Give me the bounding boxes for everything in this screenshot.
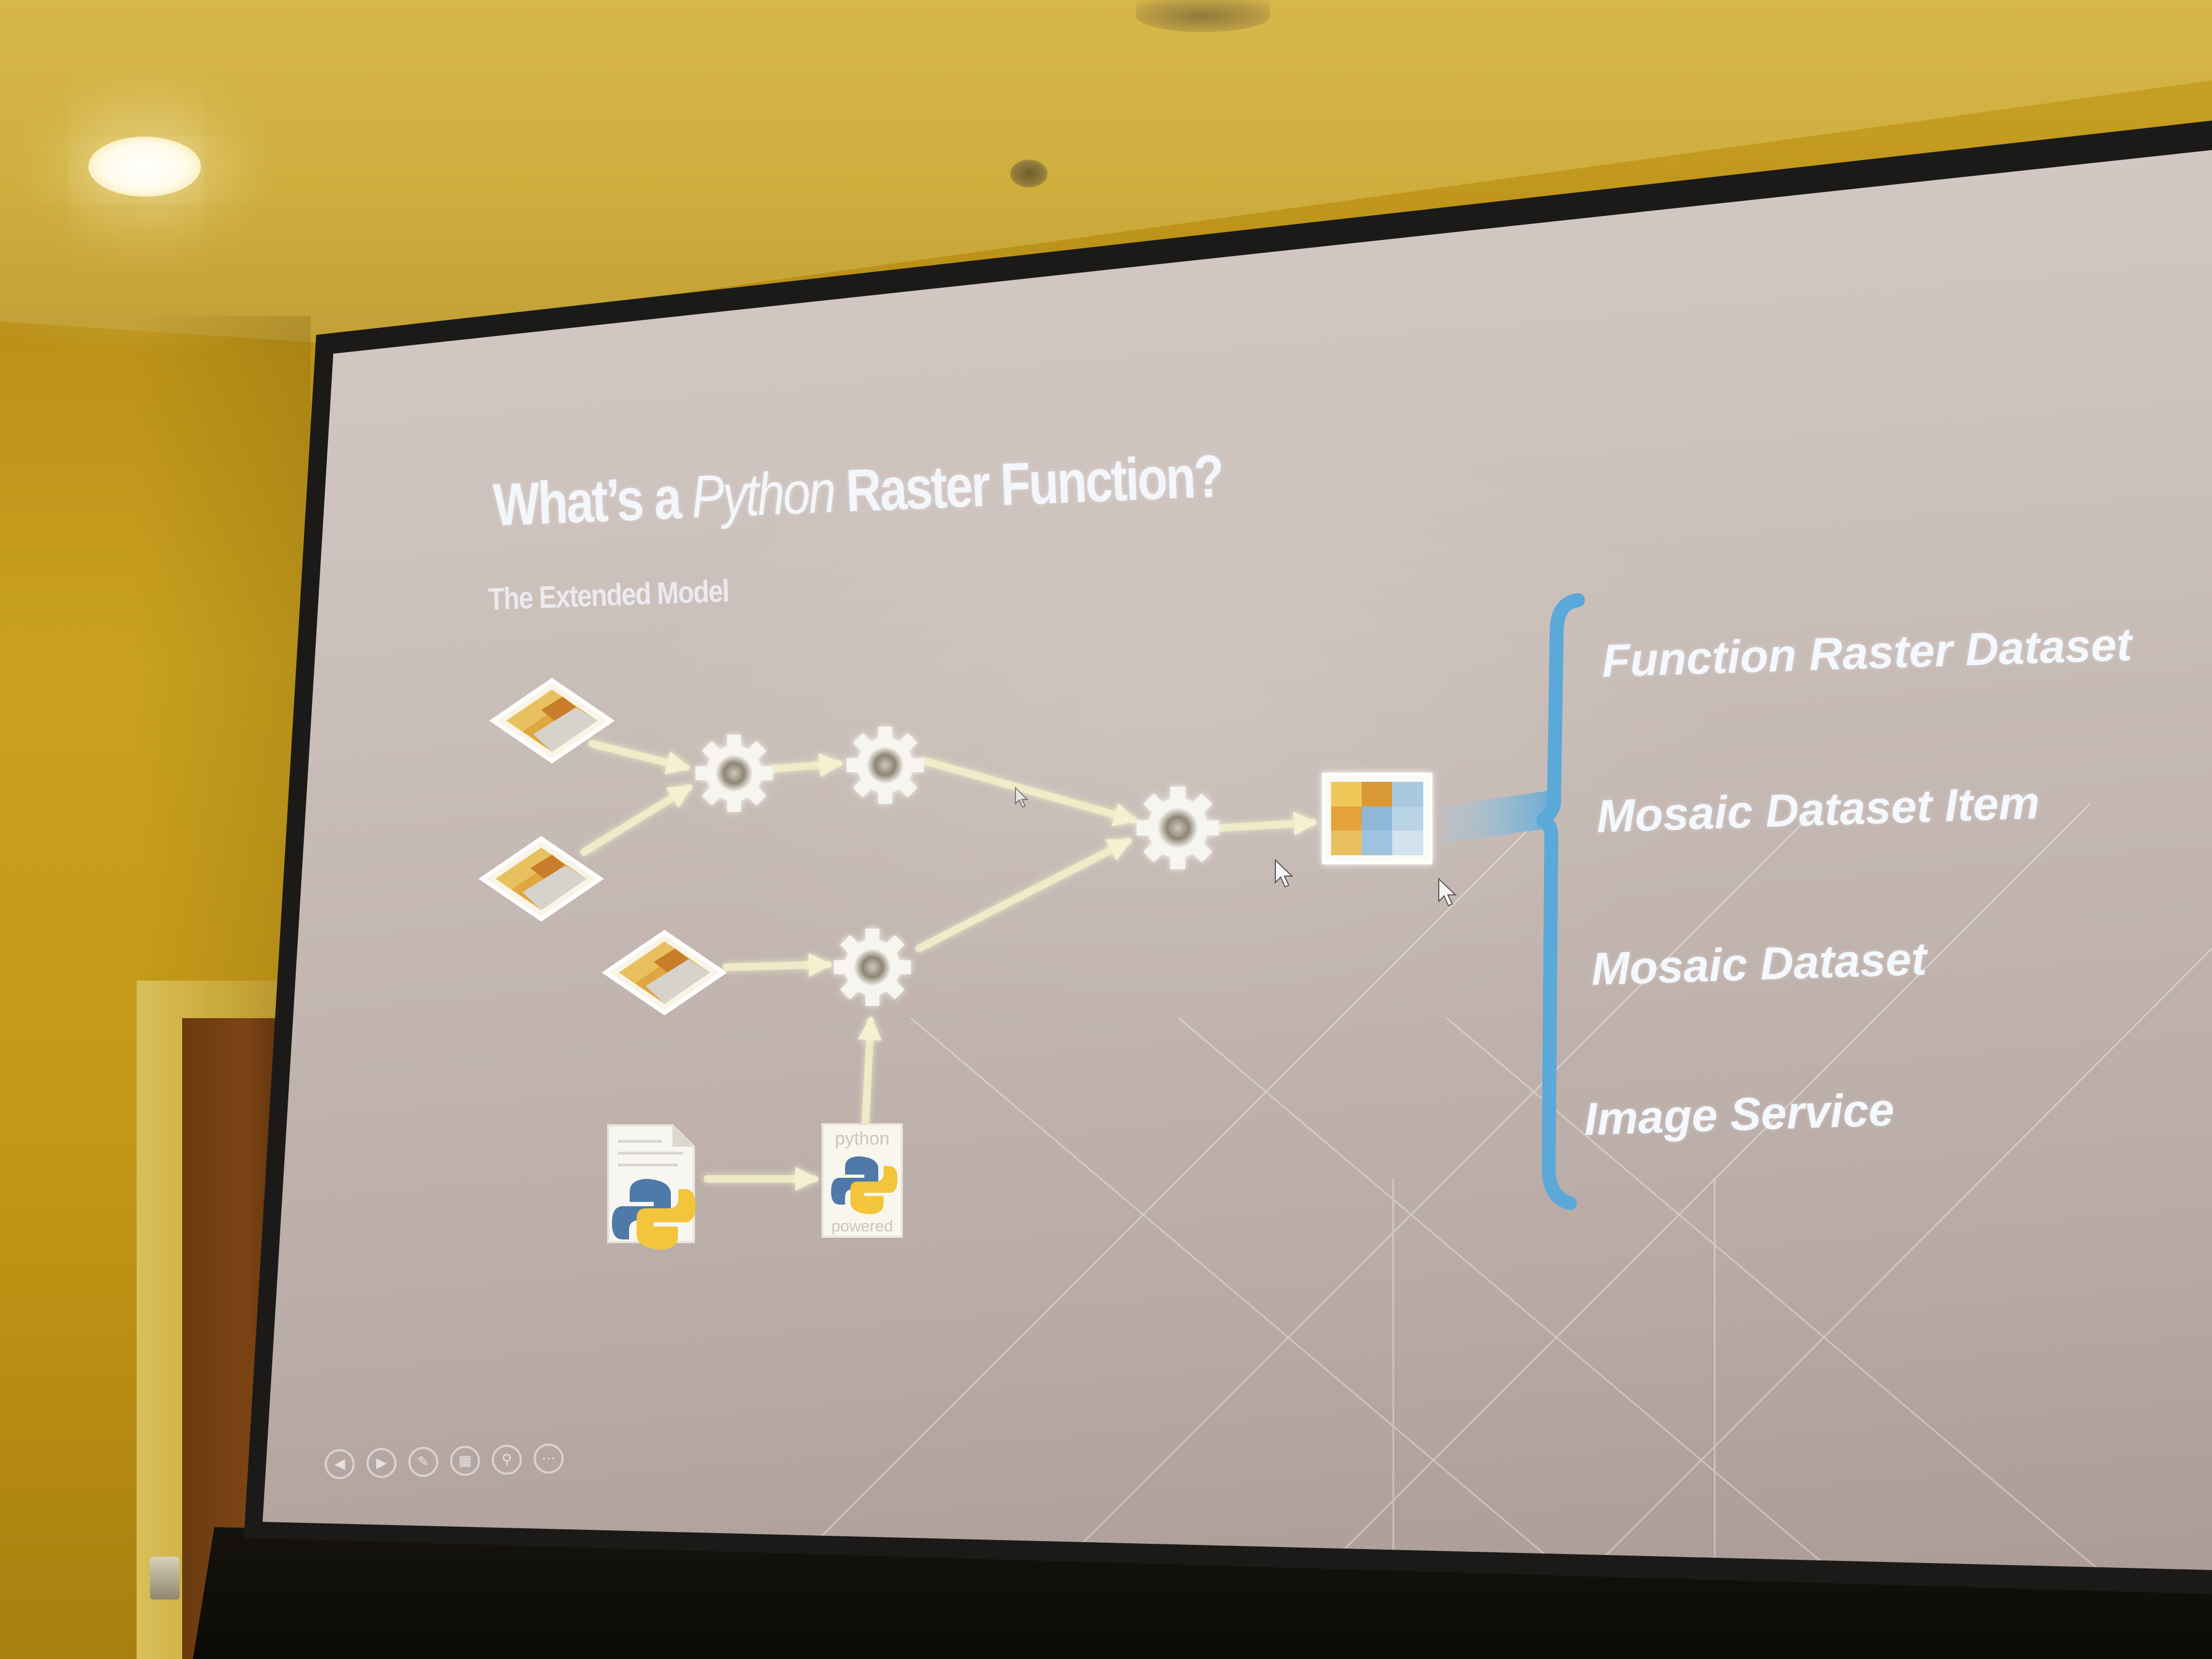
python-badge-top-text: python	[835, 1129, 890, 1149]
python-file-icon	[607, 1124, 696, 1250]
python-badge-bottom-text: powered	[831, 1217, 893, 1235]
next-slide-icon[interactable]: ▶	[366, 1447, 397, 1478]
slides-icon[interactable]: ▦	[450, 1445, 481, 1476]
gear-icon	[834, 929, 911, 1006]
previous-slide-icon[interactable]: ◀	[324, 1448, 355, 1479]
mouse-cursor-icon	[1015, 786, 1457, 907]
arrow-gear4-to-output	[1218, 811, 1318, 836]
arrow-badge-to-gear3	[857, 1016, 882, 1126]
door-hinge	[150, 1557, 180, 1600]
raster-tile-icon	[489, 678, 615, 764]
python-powered-icon: python powered	[821, 1123, 903, 1238]
raster-tile-icon	[601, 930, 728, 1015]
gear-icon	[1137, 787, 1219, 869]
arrow-raster1-to-gear1	[588, 740, 691, 774]
arrow-gear1-to-gear2	[768, 753, 843, 778]
arrow-gear2-to-gear4	[921, 757, 1138, 826]
output-raster-icon	[1322, 773, 1432, 864]
pen-icon[interactable]: ✎	[408, 1446, 439, 1477]
arrow-raster2-to-gear1	[580, 784, 693, 856]
presentation-controls: ◀ ▶ ✎ ▦ ⚲ ⋯	[324, 1437, 582, 1492]
output-image-service: Image Service	[1583, 1083, 1895, 1145]
gear-icon	[696, 735, 773, 812]
arrow-raster3-to-gear3	[722, 953, 833, 977]
gear-icon	[847, 727, 924, 804]
more-icon[interactable]: ⋯	[533, 1443, 564, 1474]
ceiling-light	[88, 137, 201, 197]
output-mosaic-dataset: Mosaic Dataset	[1590, 933, 1927, 995]
zoom-icon[interactable]: ⚲	[491, 1444, 522, 1475]
ceiling-sprinkler	[1010, 160, 1048, 188]
arrow-gear3-to-gear4	[915, 838, 1132, 952]
flow-arrows	[580, 740, 1318, 1191]
raster-tile-icon	[478, 836, 604, 922]
ceiling-fixture	[1136, 0, 1270, 32]
output-bracket	[1441, 593, 1585, 1210]
